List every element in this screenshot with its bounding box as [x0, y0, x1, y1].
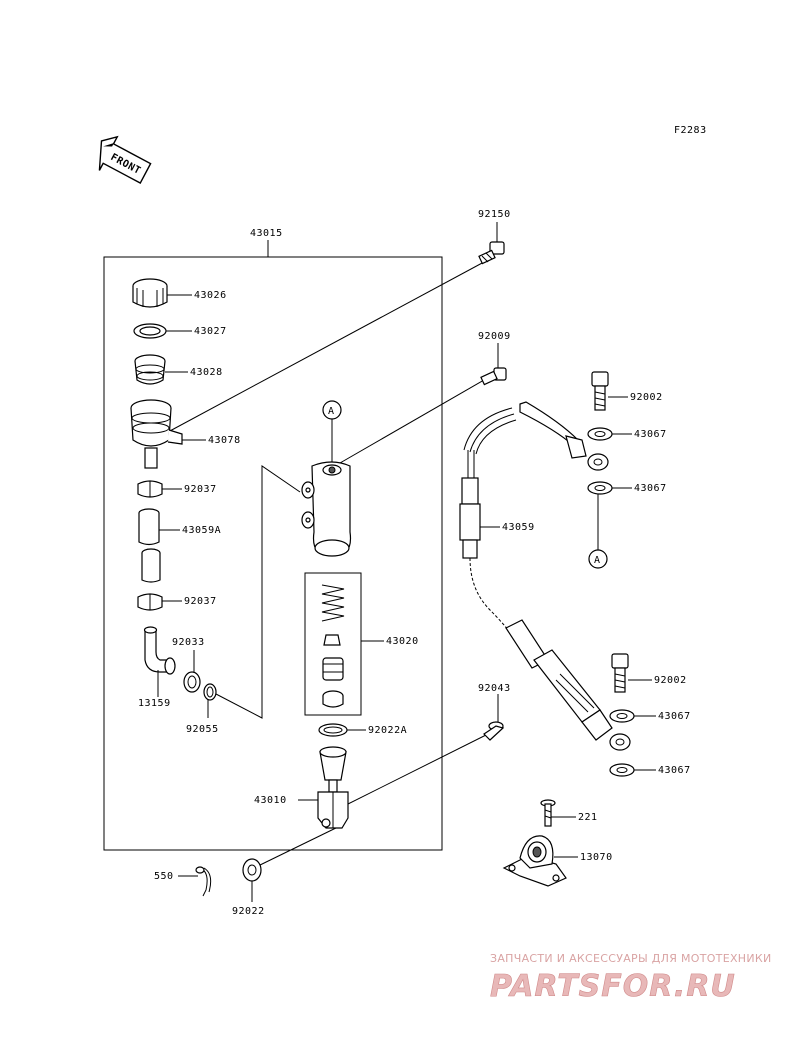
part-label-92033: 92033	[172, 637, 205, 648]
watermark-brand: PARTSFOR.RU	[490, 969, 736, 1004]
piston-kit-box-43020	[304, 572, 362, 716]
push-rod-43010	[317, 746, 349, 829]
washer-43067-4	[609, 763, 635, 777]
part-label-92037-lower: 92037	[184, 596, 217, 607]
o-ring-92055	[203, 683, 217, 701]
part-label-43027: 43027	[194, 326, 227, 337]
brake-hose-43059	[459, 401, 631, 751]
part-label-221: 221	[578, 812, 598, 823]
piston-cup-43020	[323, 634, 341, 646]
elbow-fitting-13159	[143, 626, 176, 675]
watermark-tagline: ЗАПЧАСТИ И АКСЕССУАРЫ ДЛЯ МОТОТЕХНИКИ	[490, 952, 772, 965]
part-label-43067-4: 43067	[658, 765, 691, 776]
bolt-92150	[478, 241, 505, 265]
part-label-92055: 92055	[186, 724, 219, 735]
pin-92043	[483, 721, 505, 741]
part-label-13070: 13070	[580, 852, 613, 863]
spring-43020	[321, 584, 345, 622]
part-label-43067-3: 43067	[658, 711, 691, 722]
diaphragm-plate-43027	[133, 323, 167, 339]
ref-marker-a-lower: A	[588, 549, 608, 569]
part-label-43067-2: 43067	[634, 483, 667, 494]
screw-221	[540, 799, 556, 827]
part-label-43059A: 43059A	[182, 525, 221, 536]
part-label-43015: 43015	[250, 228, 283, 239]
ref-marker-a-upper: A	[322, 400, 342, 420]
assembly-box-43015	[103, 256, 443, 851]
clamp-92037-upper	[137, 480, 163, 498]
part-label-43067-1: 43067	[634, 429, 667, 440]
clamp-92037-lower	[137, 593, 163, 611]
reservoir-43078	[130, 399, 183, 469]
part-label-43078: 43078	[208, 435, 241, 446]
part-label-43059: 43059	[502, 522, 535, 533]
front-arrow-icon: FRONT	[98, 135, 152, 184]
part-label-550: 550	[154, 871, 174, 882]
cotter-pin-550	[195, 866, 212, 897]
part-label-92022A: 92022A	[368, 725, 407, 736]
part-label-92002-lower: 92002	[654, 675, 687, 686]
part-label-92150: 92150	[478, 209, 511, 220]
reservoir-cap-43026	[132, 278, 168, 308]
banjo-bolt-92002-upper	[591, 371, 609, 411]
figure-code: F2283	[674, 125, 707, 136]
part-label-43026: 43026	[194, 290, 227, 301]
washer-43067-2	[587, 481, 613, 495]
part-label-43028: 43028	[190, 367, 223, 378]
bolt-92009	[480, 367, 507, 386]
piston-43020	[322, 657, 344, 708]
circlip-92033	[183, 671, 201, 693]
part-label-92043: 92043	[478, 683, 511, 694]
washer-92022	[242, 858, 262, 882]
ref-marker-a-upper-label: A	[328, 406, 335, 417]
washer-43067-3	[609, 709, 635, 723]
part-label-43020: 43020	[386, 636, 419, 647]
washer-43067-1	[587, 427, 613, 441]
diaphragm-43028	[134, 354, 166, 385]
part-label-92022: 92022	[232, 906, 265, 917]
part-label-92009: 92009	[478, 331, 511, 342]
part-label-92002-upper: 92002	[630, 392, 663, 403]
hose-43059A	[138, 508, 161, 583]
banjo-bolt-92002-lower	[611, 653, 629, 693]
part-label-92037-upper: 92037	[184, 484, 217, 495]
circlip-92022A	[318, 723, 348, 737]
holder-13070	[502, 835, 567, 887]
part-label-43010: 43010	[254, 795, 287, 806]
part-label-13159: 13159	[138, 698, 171, 709]
ref-marker-a-lower-label: A	[594, 555, 601, 566]
master-cylinder-body	[301, 461, 352, 557]
